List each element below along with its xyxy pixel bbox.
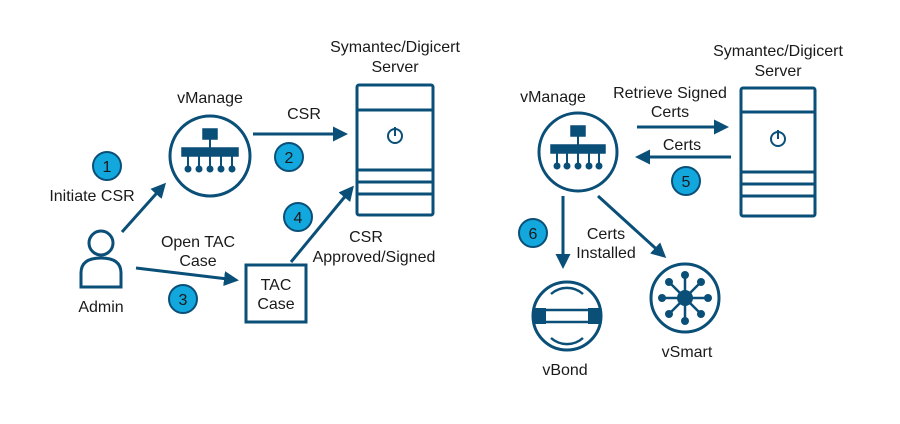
vsmart-icon	[649, 262, 721, 334]
step-badge-3: 3	[168, 284, 198, 314]
step-badge-6: 6	[518, 218, 548, 248]
right-server-label-line2: Server	[754, 63, 802, 80]
step-badge-1-text: 1	[103, 159, 112, 176]
step-badge-2: 2	[274, 142, 304, 172]
open-tac-arrow	[135, 266, 239, 287]
csr-label: CSR	[287, 106, 321, 123]
step-badge-4: 4	[283, 202, 313, 232]
retrieve-label-line1: Retrieve Signed	[613, 85, 727, 102]
step-badge-5-text: 5	[682, 174, 691, 191]
tac-case-label-line2: Case	[257, 296, 294, 313]
open-tac-label-line1: Open TAC	[161, 234, 235, 251]
admin-person-icon	[79, 229, 123, 289]
approved-label-line2: Approved/Signed	[313, 249, 436, 266]
initiate-csr-label: Initiate CSR	[49, 188, 134, 205]
vsmart-label: vSmart	[662, 344, 713, 361]
right-vmanage-icon	[537, 111, 619, 193]
left-vmanage-icon	[168, 114, 252, 198]
tac-case-label-line1: TAC	[261, 277, 292, 294]
installed-label-line2: Installed	[576, 245, 636, 262]
left-server-label-line2: Server	[371, 59, 419, 76]
step-badge-2-text: 2	[285, 150, 294, 167]
vbond-label: vBond	[542, 362, 587, 379]
left-vmanage-label: vManage	[177, 90, 243, 107]
step-badge-3-text: 3	[179, 292, 188, 309]
right-server-icon	[739, 86, 817, 218]
left-server-label-line1: Symantec/Digicert	[330, 39, 460, 56]
right-vmanage-label: vManage	[520, 89, 586, 106]
approved-label-line1: CSR	[349, 229, 383, 246]
right-server-label-line1: Symantec/Digicert	[713, 43, 843, 60]
open-tac-label-line2: Case	[179, 253, 216, 270]
installed-label-line1: Certs	[587, 226, 625, 243]
initiate-arrow	[120, 182, 166, 233]
left-server-icon	[355, 83, 435, 217]
step-badge-5: 5	[671, 166, 701, 196]
vsmart-arrow	[596, 194, 667, 259]
step-badge-1: 1	[92, 151, 122, 181]
certs-label: Certs	[663, 137, 701, 154]
admin-label: Admin	[78, 299, 123, 316]
step-badge-6-text: 6	[529, 226, 538, 243]
step-badge-4-text: 4	[294, 210, 303, 227]
approved-arrow	[289, 185, 354, 263]
tac-case-box	[244, 263, 308, 324]
vbond-icon	[531, 280, 603, 352]
retrieve-label-line2: Certs	[651, 104, 689, 121]
